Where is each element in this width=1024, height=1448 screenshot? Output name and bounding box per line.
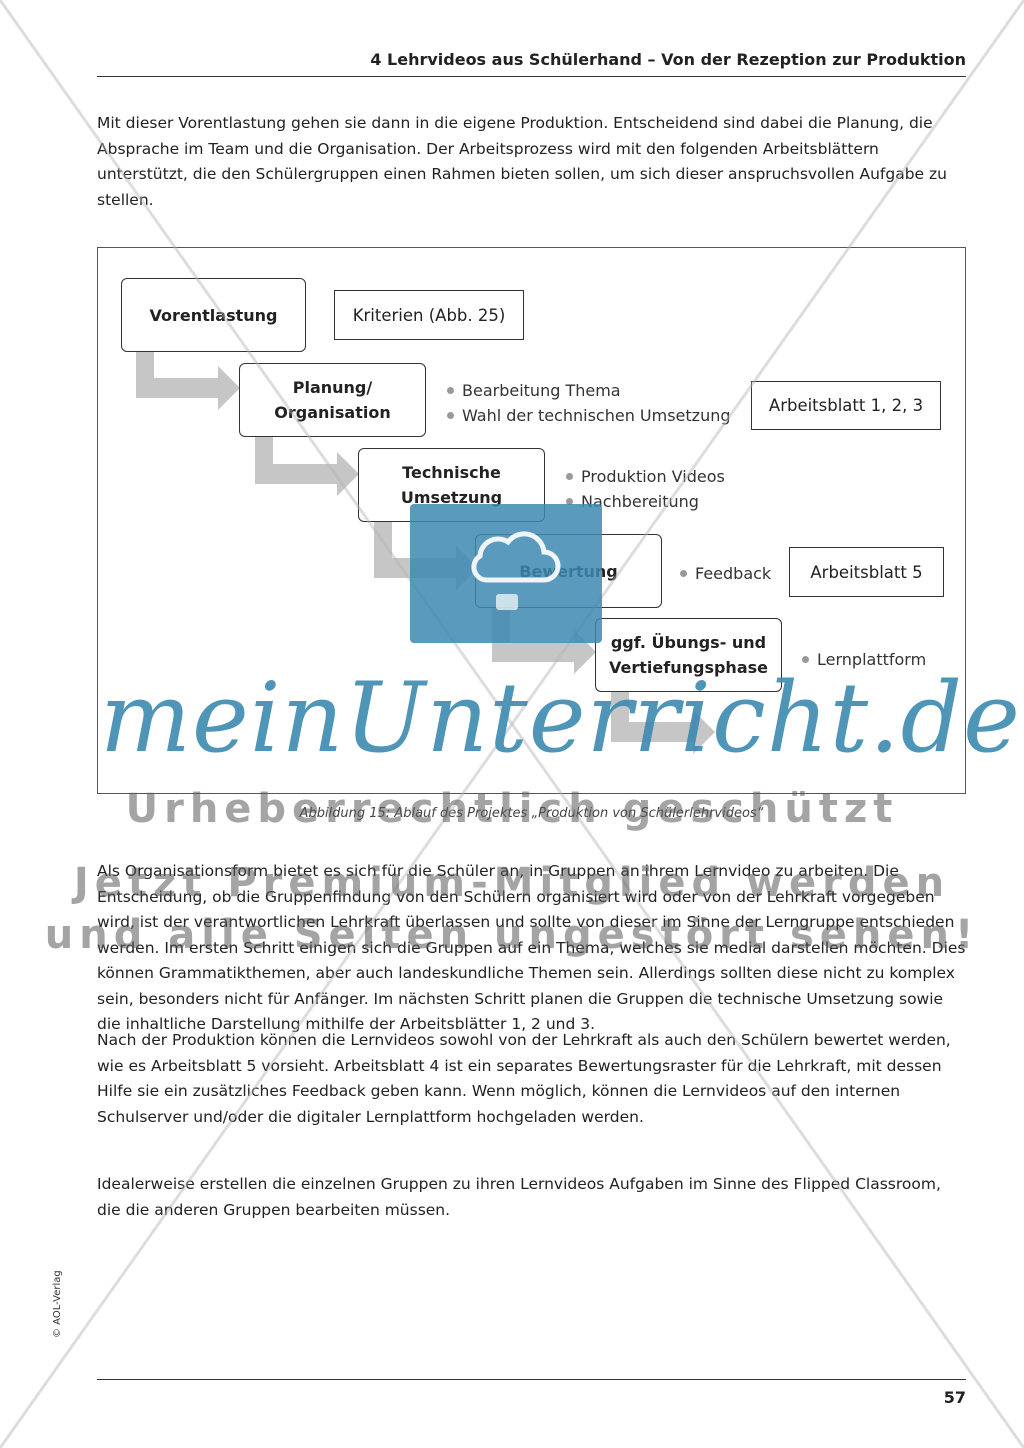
tag-label: Arbeitsblatt 1, 2, 3 <box>768 396 924 415</box>
bullet-item: Produktion Videos <box>564 464 725 489</box>
bullets-vertiefung: Lernplattform <box>800 647 926 672</box>
paragraph-flipped-classroom: Idealerweise erstellen die einzelnen Gru… <box>97 1175 941 1219</box>
figure-caption: Abbildung 15: Ablauf des Projektes „Prod… <box>299 806 764 821</box>
bullets-planung: Bearbeitung Thema Wahl der technischen U… <box>445 378 731 428</box>
watermark-logo: meinUnterricht.de <box>100 662 1021 774</box>
bullet-item: Feedback <box>678 561 771 586</box>
tag-label: Arbeitsblatt 5 <box>810 562 923 582</box>
step-label: Vorentlastung <box>149 305 278 325</box>
arrow-4 <box>492 607 596 674</box>
publisher-note: © AOL-Verlag <box>52 1270 63 1338</box>
bullets-bewertung: Feedback <box>678 561 771 586</box>
watermark-copyright: Urheberrechtlich geschützt <box>125 786 899 832</box>
page-header-title: 4 Lehrvideos aus Schülerhand – Von der R… <box>370 50 966 69</box>
tag-criteria: Kriterien (Abb. 25) <box>334 290 524 340</box>
page-number: 57 <box>943 1388 966 1407</box>
step-planung: Planung/ Organisation <box>239 363 426 437</box>
step-label-line2: Umsetzung <box>400 488 503 507</box>
watermark-briefcase-icon <box>410 504 602 643</box>
step-vorentlastung: Vorentlastung <box>121 278 306 352</box>
tag-sheet-5: Arbeitsblatt 5 <box>789 547 944 597</box>
bullets-technik: Produktion Videos Nachbereitung <box>564 464 725 514</box>
bullet-item: Lernplattform <box>800 647 926 672</box>
arrow-5 <box>611 687 715 754</box>
bullet-item: Wahl der technischen Umsetzung <box>445 403 731 428</box>
footer-rule <box>97 1379 966 1380</box>
tag-label: Kriterien (Abb. 25) <box>352 305 506 325</box>
step-label-line1: ggf. Übungs- und <box>610 633 767 652</box>
tag-sheets-123: Arbeitsblatt 1, 2, 3 <box>751 381 941 430</box>
paragraph-intro: Mit dieser Vorentlastung gehen sie dann … <box>97 114 947 209</box>
watermark-view-all: und alle Seiten ungestört sehen! <box>44 912 980 958</box>
step-vertiefungsphase: ggf. Übungs- und Vertiefungsphase <box>595 618 782 692</box>
bullet-item: Bearbeitung Thema <box>445 378 731 403</box>
step-label-line2: Vertiefungsphase <box>609 658 768 677</box>
header-rule <box>97 76 966 77</box>
step-label-line2: Organisation <box>274 403 391 422</box>
arrow-1 <box>136 351 240 410</box>
watermark-premium: Jetzt Premium-Mitglied werden <box>73 860 951 906</box>
step-label-line1: Technische <box>402 463 501 482</box>
step-label-line1: Planung/ <box>292 378 373 397</box>
paragraph-bewertung: Nach der Produktion können die Lernvideo… <box>97 1031 951 1126</box>
paragraph-organisation: Als Organisationsform bietet es sich für… <box>97 862 966 1033</box>
arrow-2 <box>255 437 359 496</box>
bullet-item: Nachbereitung <box>564 489 725 514</box>
